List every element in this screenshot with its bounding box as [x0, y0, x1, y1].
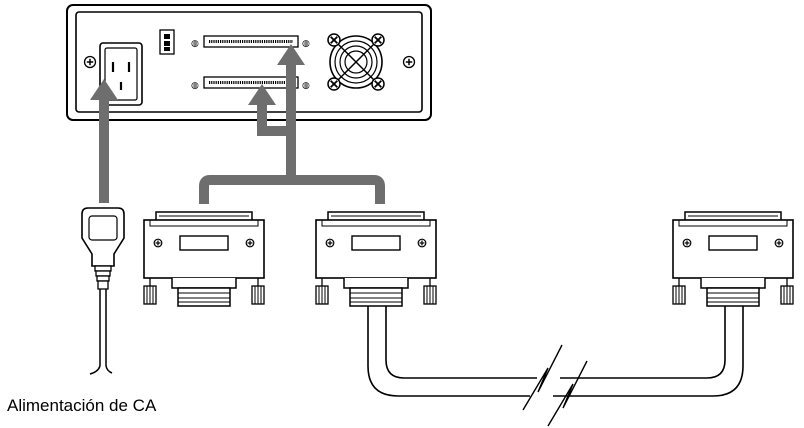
device-rear-panel: ◍ ◍ ◍ ◍: [66, 4, 432, 121]
connection-arrows: [99, 62, 385, 204]
cooling-fan-icon: [327, 33, 385, 91]
power-inlet-icon[interactable]: [99, 42, 143, 106]
svg-text:◍: ◍: [191, 39, 199, 49]
power-plug-icon: [81, 207, 125, 375]
scsi-connector-icon[interactable]: ◍ ◍: [191, 76, 310, 91]
svg-text:◍: ◍: [302, 81, 310, 91]
dip-switch-icon[interactable]: [159, 29, 175, 55]
cable-break-icon: [522, 344, 588, 427]
scsi-connector-icon[interactable]: ◍ ◍: [191, 35, 310, 49]
screw-icon: [402, 55, 416, 69]
ac-power-label: Alimentación de CA: [7, 396, 157, 415]
svg-text:◍: ◍: [191, 81, 199, 91]
screw-icon: [83, 55, 97, 69]
scsi-cable-connector-right: [673, 212, 793, 306]
svg-text:◍: ◍: [302, 39, 310, 49]
scsi-cable: [367, 306, 744, 397]
scsi-cable-connector-middle: [316, 212, 436, 306]
scsi-cable-connector-left: [144, 212, 264, 306]
arrow-heads: [90, 44, 305, 105]
